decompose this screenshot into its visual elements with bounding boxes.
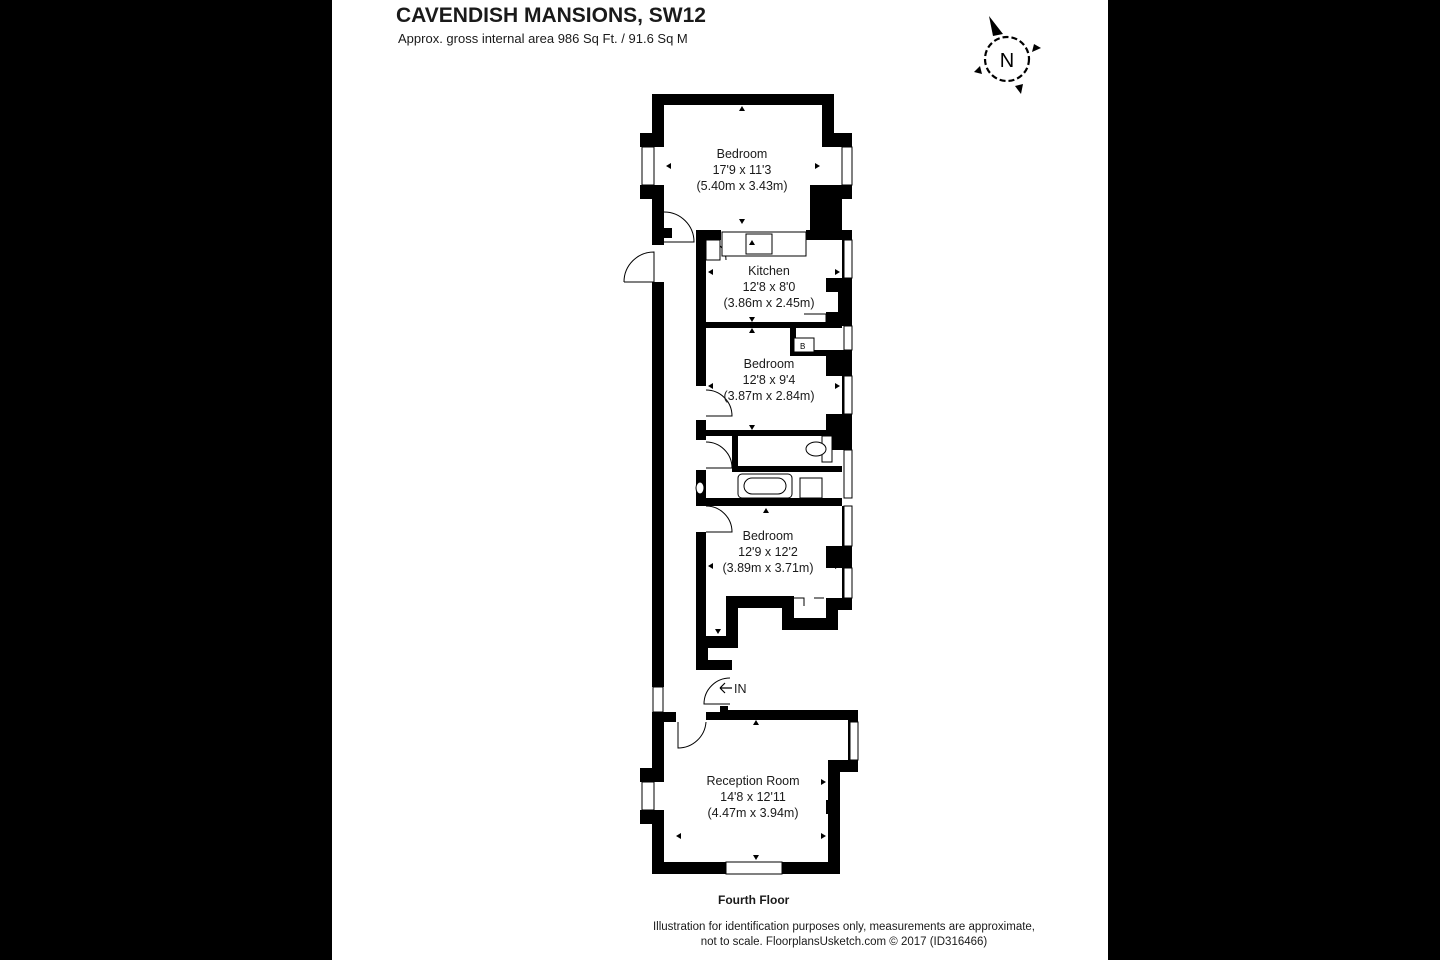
kitchen-sink-icon — [745, 233, 773, 255]
svg-text:(5.40m x 3.43m): (5.40m x 3.43m) — [696, 179, 787, 193]
svg-text:(3.86m x 2.45m): (3.86m x 2.45m) — [723, 296, 814, 310]
boiler-cupboard — [793, 337, 815, 353]
compass-letter: N — [1000, 50, 1014, 72]
svg-text:(4.47m x 3.94m): (4.47m x 3.94m) — [707, 806, 798, 820]
svg-text:IN: IN — [734, 682, 747, 696]
arrow-left-icon — [719, 682, 732, 694]
svg-text:(3.87m x 2.84m): (3.87m x 2.84m) — [723, 389, 814, 403]
svg-text:(3.89m x 3.71m): (3.89m x 3.71m) — [722, 561, 813, 575]
svg-text:Kitchen: Kitchen — [748, 264, 790, 278]
svg-text:12'8 x 8'0: 12'8 x 8'0 — [743, 280, 796, 294]
disclaimer: Illustration for identification purposes… — [532, 920, 1156, 950]
dimension-ticks — [666, 106, 840, 860]
doors — [623, 211, 824, 749]
room-label-kitchen: Kitchen 12'8 x 8'0 (3.86m x 2.45m) — [723, 264, 814, 310]
fixtures — [695, 231, 833, 499]
room-label-bedroom-1: Bedroom 17'9 x 11'3 (5.40m x 3.43m) — [696, 147, 787, 193]
room-label-bedroom-3: Bedroom 12'9 x 12'2 (3.89m x 3.71m) — [722, 529, 813, 575]
disclaimer-line-2: not to scale. FloorplansUsketch.com © 20… — [700, 936, 988, 948]
windows — [641, 146, 859, 875]
area-subtitle: Approx. gross internal area 986 Sq Ft. /… — [398, 31, 688, 46]
basin-icon — [799, 477, 823, 499]
disclaimer-line-1: Illustration for identification purposes… — [652, 921, 1036, 933]
svg-text:12'9 x 12'2: 12'9 x 12'2 — [738, 545, 798, 559]
walls — [640, 94, 858, 874]
room-label-bedroom-2: Bedroom 12'8 x 9'4 (3.87m x 2.84m) — [723, 357, 814, 403]
floorplan-drawing: N — [623, 16, 1041, 875]
svg-text:Reception Room: Reception Room — [706, 774, 799, 788]
page-title: CAVENDISH MANSIONS, SW12 — [396, 4, 706, 27]
compass-icon: N — [974, 16, 1041, 94]
boiler-label: B — [800, 342, 805, 351]
svg-text:12'8 x 9'4: 12'8 x 9'4 — [743, 373, 796, 387]
svg-text:Bedroom: Bedroom — [744, 357, 795, 371]
toilet-icon — [805, 441, 827, 457]
room-label-reception: Reception Room 14'8 x 12'11 (4.47m x 3.9… — [706, 774, 799, 820]
svg-text:14'8 x 12'11: 14'8 x 12'11 — [720, 790, 786, 804]
svg-text:Bedroom: Bedroom — [743, 529, 794, 543]
entrance-marker: IN — [719, 682, 747, 696]
floor-label: Fourth Floor — [718, 893, 790, 907]
floorplan-sheet: CAVENDISH MANSIONS, SW12 Approx. gross i… — [332, 0, 1108, 960]
svg-text:17'9 x 11'3: 17'9 x 11'3 — [713, 163, 772, 177]
svg-text:Bedroom: Bedroom — [717, 147, 768, 161]
